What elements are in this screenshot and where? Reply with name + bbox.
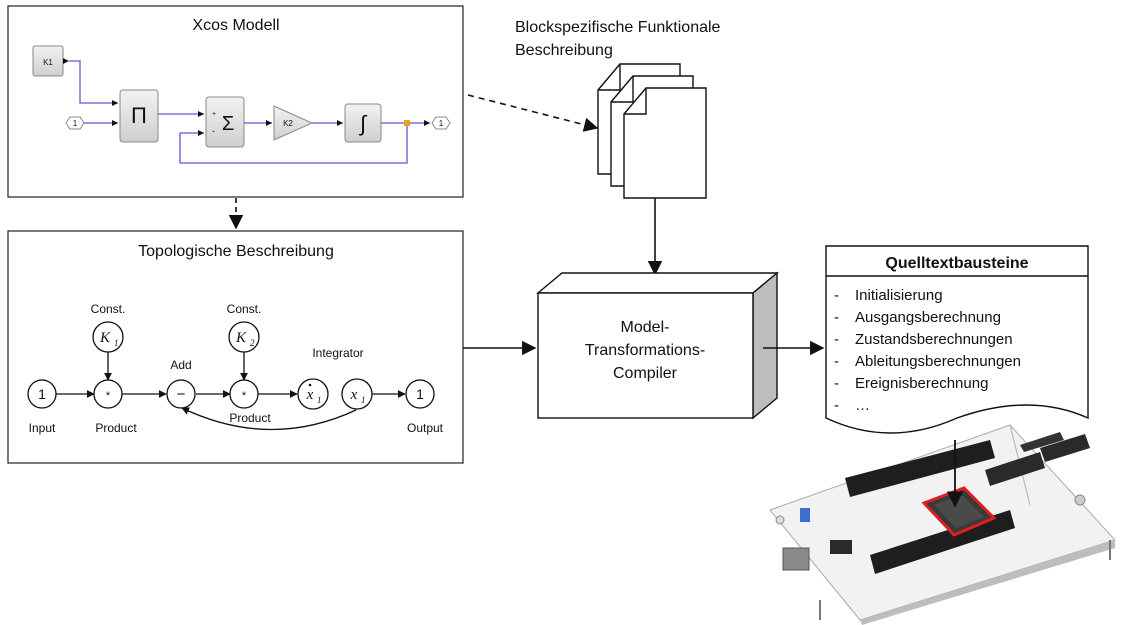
compiler-line3: Compiler — [613, 365, 678, 382]
source-item: - Ereignisberechnung — [834, 375, 988, 392]
x-state-node: x 1 — [341, 378, 373, 410]
svg-text:K: K — [99, 330, 111, 346]
output-node: 1 — [405, 379, 435, 409]
svg-text:K1: K1 — [43, 58, 53, 67]
input-node: 1 — [27, 379, 57, 409]
source-item: - … — [834, 397, 870, 414]
docs-title-line1: Blockspezifische Funktionale — [515, 19, 721, 36]
xcos-gain-block: K2 — [273, 105, 314, 141]
product2-node: * — [229, 379, 259, 409]
svg-text:Π: Π — [131, 103, 147, 128]
svg-text:1: 1 — [416, 386, 424, 402]
input-label: Input — [29, 421, 56, 435]
svg-text:2: 2 — [250, 338, 255, 348]
svg-text:-: - — [834, 353, 839, 370]
product2-label: Product — [229, 411, 271, 425]
source-item: - Zustandsberechnungen — [834, 331, 1013, 348]
svg-text:-: - — [834, 397, 839, 414]
xcos-sum-block: Σ + - — [205, 96, 245, 148]
xcos-input-port: 1 — [65, 116, 85, 130]
svg-text:Ereignisberechnung: Ereignisberechnung — [855, 375, 988, 392]
xcos-product-block: Π — [119, 89, 159, 143]
svg-text:-: - — [834, 331, 839, 348]
xdot-node: x 1 — [297, 378, 329, 410]
const2-node: K 2 — [228, 321, 260, 353]
microcontroller-board — [769, 424, 1116, 625]
svg-text:K2: K2 — [283, 119, 293, 128]
const1-node: K 1 — [92, 321, 124, 353]
svg-text:Initialisierung: Initialisierung — [855, 287, 943, 304]
svg-text:K: K — [235, 330, 247, 346]
add-label: Add — [170, 358, 191, 372]
document-icon — [623, 87, 707, 199]
product1-label: Product — [95, 421, 137, 435]
svg-text:1: 1 — [317, 395, 322, 405]
add-node: − — [166, 379, 196, 409]
svg-text:-: - — [834, 309, 839, 326]
svg-text:x: x — [350, 387, 358, 403]
svg-text:*: * — [106, 390, 111, 402]
svg-text:…: … — [855, 397, 870, 414]
compiler-line1: Model- — [621, 319, 670, 336]
xcos-output-port: 1 — [431, 116, 451, 130]
svg-text:-: - — [834, 287, 839, 304]
compiler-box: Model- Transformations- Compiler — [536, 271, 779, 420]
svg-text:-: - — [834, 375, 839, 392]
product1-node: * — [93, 379, 123, 409]
svg-text:1: 1 — [361, 395, 366, 405]
source-item: - Ableitungsberechnungen — [834, 353, 1021, 370]
svg-text:Ableitungsberechnungen: Ableitungsberechnungen — [855, 353, 1021, 370]
topology-title: Topologische Beschreibung — [138, 243, 334, 260]
source-item: - Initialisierung — [834, 287, 943, 304]
svg-text:*: * — [242, 390, 247, 402]
xcos-title: Xcos Modell — [192, 17, 279, 34]
xcos-to-docs-arrow — [467, 94, 599, 132]
svg-text:1: 1 — [73, 119, 78, 128]
compiler-line2: Transformations- — [585, 342, 705, 359]
xcos-split-point — [404, 120, 410, 126]
source-item: - Ausgangsberechnung — [834, 309, 1001, 326]
svg-text:x: x — [306, 387, 314, 403]
svg-text:-: - — [212, 126, 215, 136]
integrator-label: Integrator — [312, 346, 363, 360]
xcos-const-block: K1 — [32, 45, 69, 77]
svg-text:Zustandsberechnungen: Zustandsberechnungen — [855, 331, 1013, 348]
svg-text:+: + — [212, 111, 216, 118]
svg-text:1: 1 — [38, 386, 46, 402]
block-docs-stack: Blockspezifische Funktionale Beschreibun… — [515, 19, 721, 199]
xcos-model-panel: Xcos Modell K1 1 Π Σ + - K2 — [7, 5, 464, 198]
docs-title-line2: Beschreibung — [515, 42, 613, 59]
user-button — [800, 508, 810, 522]
const2-label: Const. — [227, 302, 262, 316]
svg-text:1: 1 — [114, 338, 119, 348]
output-label: Output — [407, 421, 444, 435]
topology-panel: Topologische Beschreibung Const. K 1 Con… — [7, 230, 464, 464]
xcos-integrator-block: ∫ — [344, 103, 382, 143]
svg-text:Ausgangsberechnung: Ausgangsberechnung — [855, 309, 1001, 326]
source-code-document: Quelltextbausteine - Initialisierung - A… — [825, 245, 1089, 434]
svg-text:∫: ∫ — [358, 111, 368, 136]
svg-text:Σ: Σ — [222, 113, 234, 135]
source-title: Quelltextbausteine — [885, 255, 1028, 272]
svg-text:1: 1 — [439, 119, 444, 128]
svg-text:−: − — [177, 386, 186, 403]
ethernet-connector — [782, 547, 810, 571]
const1-label: Const. — [91, 302, 126, 316]
